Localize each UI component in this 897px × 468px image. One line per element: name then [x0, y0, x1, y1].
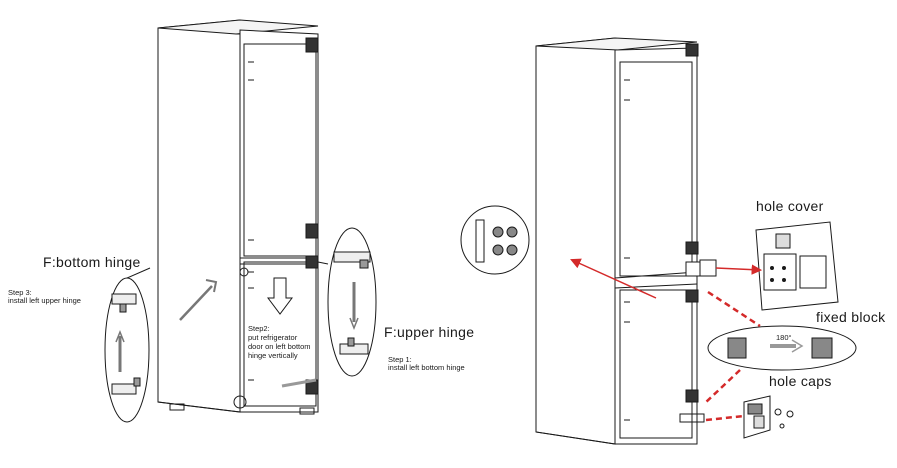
hinge-zoom-circle	[460, 205, 530, 275]
step3-label: Step 3:	[8, 288, 32, 297]
red-arrows	[570, 258, 763, 422]
hole-cover-detail	[755, 221, 839, 311]
step2-line-4: hinge vertically	[248, 351, 298, 360]
hole-caps-detail	[743, 395, 794, 439]
right-refrigerator	[535, 37, 717, 445]
rotation-label: 180°	[776, 333, 792, 342]
bottom-hinge-title: F:bottom hinge	[43, 254, 141, 270]
step2-label: Step2:	[248, 324, 270, 333]
step2-line-2: put refrigerator	[248, 333, 298, 342]
upper-hinge-callout	[317, 227, 377, 377]
step1-description: install left bottom hinge	[388, 363, 465, 372]
hole-caps-label: hole caps	[769, 373, 832, 389]
step2-line-3: door on left bottom	[248, 342, 311, 351]
upper-hinge-title: F:upper hinge	[384, 324, 475, 340]
step3-description: install left upper hinge	[8, 296, 81, 305]
hole-cover-label: hole cover	[756, 198, 824, 214]
bottom-hinge-callout	[104, 267, 151, 423]
fixed-block-label: fixed block	[816, 309, 886, 325]
fixed-block-detail	[707, 325, 857, 371]
left-refrigerator	[157, 19, 319, 415]
step1-label: Step 1:	[388, 355, 412, 364]
